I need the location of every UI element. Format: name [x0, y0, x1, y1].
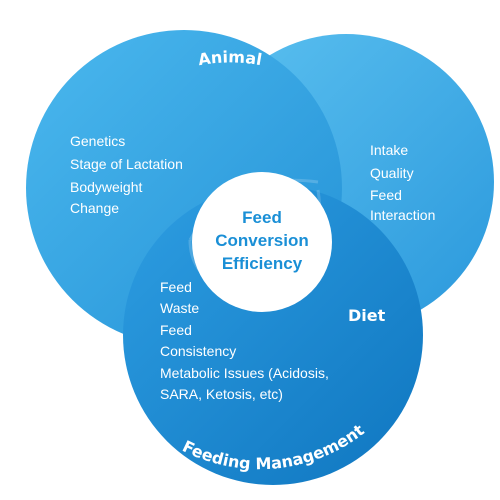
feeding-management-item: Feed — [160, 322, 192, 338]
animal-item: Stage of Lactation — [70, 156, 183, 172]
animal-title: Animal — [197, 47, 264, 69]
center-circle — [192, 172, 332, 312]
diet-title: Diet — [348, 306, 386, 325]
feeding-management-item: Consistency — [160, 343, 236, 359]
center-label-line: Feed — [242, 208, 282, 227]
feeding-management-item: Metabolic Issues (Acidosis, — [160, 365, 329, 381]
animal-item: Genetics — [70, 133, 125, 149]
diet-item: Intake — [370, 142, 408, 158]
diet-item: Interaction — [370, 207, 435, 223]
feeding-management-item: SARA, Ketosis, etc) — [160, 386, 283, 402]
feeding-management-item: Feed — [160, 279, 192, 295]
center-label-line: Efficiency — [222, 254, 303, 273]
diet-item: Quality — [370, 165, 414, 181]
feeding-management-item: Waste — [160, 300, 199, 316]
animal-item: Bodyweight — [70, 179, 142, 195]
diet-item: Feed — [370, 187, 402, 203]
center-label-line: Conversion — [215, 231, 309, 250]
animal-item: Change — [70, 200, 119, 216]
